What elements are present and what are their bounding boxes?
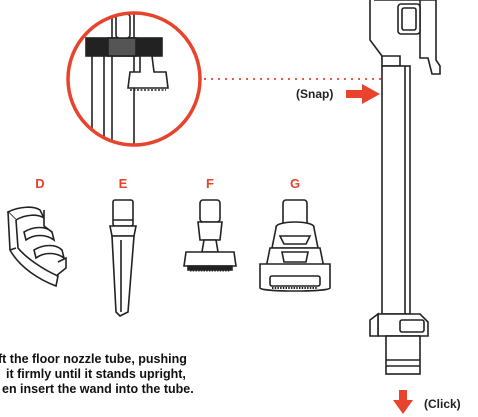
instruction-line-1: ft the floor nozzle tube, pushing bbox=[0, 352, 187, 366]
click-callout: (Click) bbox=[424, 397, 461, 411]
instruction-text: ft the floor nozzle tube, pushing it fir… bbox=[0, 352, 300, 397]
instruction-line-3: en insert the wand into the tube. bbox=[2, 382, 194, 396]
part-g-illustration bbox=[259, 199, 331, 292]
detail-zoom-circle bbox=[66, 11, 202, 147]
arrow-down-icon bbox=[393, 390, 413, 414]
vacuum-wand bbox=[369, 0, 441, 375]
part-label-e: E bbox=[118, 176, 128, 191]
part-label-f: F bbox=[206, 176, 214, 191]
part-label-d: D bbox=[35, 176, 45, 191]
snap-callout: (Snap) bbox=[296, 87, 334, 101]
part-f-illustration bbox=[183, 199, 237, 272]
part-label-g: G bbox=[289, 176, 301, 191]
instruction-line-2: it firmly until it stands upright, bbox=[6, 367, 186, 381]
arrow-right-icon bbox=[346, 84, 380, 104]
part-e-illustration bbox=[109, 199, 137, 317]
part-d-illustration bbox=[6, 206, 67, 288]
